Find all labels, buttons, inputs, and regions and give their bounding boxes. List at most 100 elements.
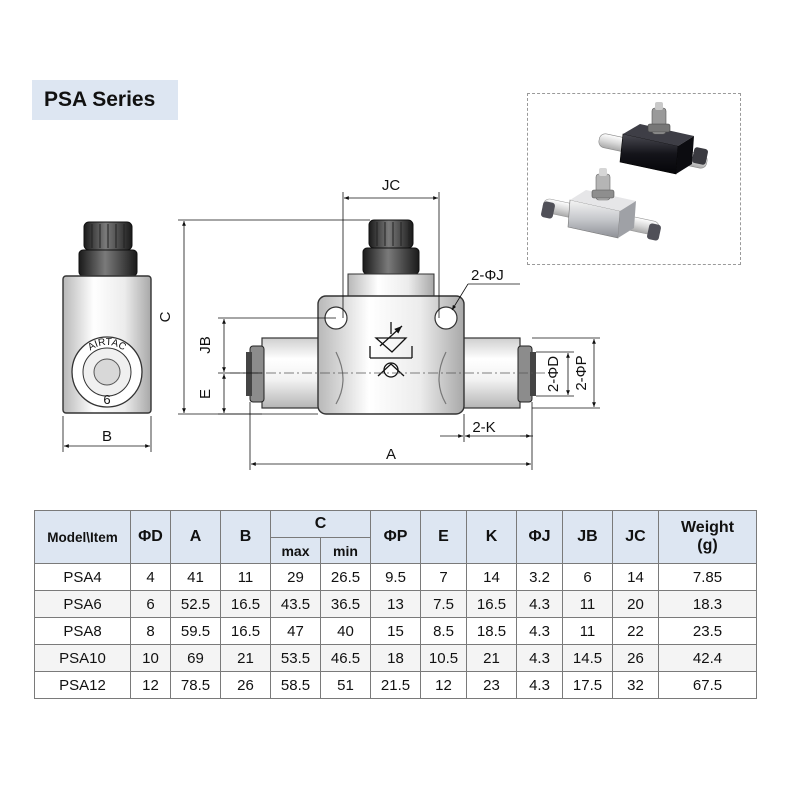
header-weight: Weight (g) bbox=[658, 510, 757, 564]
right-collet bbox=[517, 345, 533, 403]
cell-b: 16.5 bbox=[220, 590, 271, 618]
cell-e: 7.5 bbox=[420, 590, 467, 618]
cell-d: 6 bbox=[130, 590, 171, 618]
cell-p: 9.5 bbox=[370, 563, 421, 591]
cell-jb: 11 bbox=[562, 590, 613, 618]
cell-c-max: 29 bbox=[270, 563, 321, 591]
dimension-lines bbox=[178, 192, 600, 470]
series-title: PSA Series bbox=[32, 80, 178, 120]
cell-weight: 7.85 bbox=[658, 563, 757, 591]
left-collet bbox=[249, 345, 265, 403]
header-c-min: min bbox=[320, 537, 371, 564]
black-fitting-photo bbox=[598, 102, 708, 175]
cell-jb: 17.5 bbox=[562, 671, 613, 699]
table-row: PSA4 4 41 11 29 26.5 9.5 7 14 3.2 6 14 7… bbox=[34, 563, 757, 591]
cell-b: 26 bbox=[220, 671, 271, 699]
front-body bbox=[317, 295, 465, 415]
cell-c-max: 43.5 bbox=[270, 590, 321, 618]
cell-b: 21 bbox=[220, 644, 271, 672]
cell-j: 4.3 bbox=[516, 590, 563, 618]
cell-a: 41 bbox=[170, 563, 221, 591]
cell-k: 14 bbox=[466, 563, 517, 591]
side-marking: AIRTAC bbox=[86, 337, 128, 353]
cell-d: 4 bbox=[130, 563, 171, 591]
cell-c-max: 47 bbox=[270, 617, 321, 645]
cell-model: PSA4 bbox=[34, 563, 131, 591]
cell-a: 59.5 bbox=[170, 617, 221, 645]
cell-k: 21 bbox=[466, 644, 517, 672]
cell-weight: 67.5 bbox=[658, 671, 757, 699]
cell-d: 8 bbox=[130, 617, 171, 645]
cell-model: PSA6 bbox=[34, 590, 131, 618]
cell-c-min: 51 bbox=[320, 671, 371, 699]
mount-hole-right bbox=[434, 306, 458, 330]
table-header-row: Model\Item ΦD A B C ΦP E K ΦJ JB JC Weig… bbox=[34, 510, 757, 564]
header-weight-label: Weight bbox=[680, 519, 735, 536]
cell-c-min: 46.5 bbox=[320, 644, 371, 672]
cell-c-min: 26.5 bbox=[320, 563, 371, 591]
header-e: E bbox=[420, 510, 467, 564]
header-model: Model\Item bbox=[34, 510, 131, 564]
dim-a-label: A bbox=[386, 446, 396, 463]
header-c: C bbox=[270, 510, 371, 538]
header-c-max: max bbox=[270, 537, 321, 564]
cell-a: 52.5 bbox=[170, 590, 221, 618]
product-photo-frame bbox=[527, 93, 741, 265]
dim-c-label: C bbox=[157, 311, 174, 322]
front-knob bbox=[362, 219, 420, 275]
cell-a: 69 bbox=[170, 644, 221, 672]
cell-weight: 18.3 bbox=[658, 590, 757, 618]
cell-jc: 32 bbox=[612, 671, 659, 699]
technical-drawing: AIRTAC 6 B bbox=[62, 177, 600, 470]
header-jc: JC bbox=[612, 510, 659, 564]
cell-e: 8.5 bbox=[420, 617, 467, 645]
product-photo bbox=[541, 102, 708, 241]
dim-phi-p-label: 2-ΦP bbox=[573, 355, 590, 390]
cell-b: 16.5 bbox=[220, 617, 271, 645]
cell-model: PSA10 bbox=[34, 644, 131, 672]
dim-phi-j-label: 2-ΦJ bbox=[471, 267, 504, 284]
side-view: AIRTAC 6 B bbox=[62, 221, 152, 452]
cell-e: 12 bbox=[420, 671, 467, 699]
table-row: PSA6 6 52.5 16.5 43.5 36.5 13 7.5 16.5 4… bbox=[34, 590, 757, 618]
side-size-label: 6 bbox=[103, 392, 110, 407]
cell-jc: 22 bbox=[612, 617, 659, 645]
dim-jc-label: JC bbox=[382, 177, 401, 194]
header-a: A bbox=[170, 510, 221, 564]
cell-p: 21.5 bbox=[370, 671, 421, 699]
silver-fitting-photo bbox=[541, 168, 661, 241]
dim-e-label: E bbox=[197, 389, 214, 399]
cell-j: 4.3 bbox=[516, 617, 563, 645]
cell-weight: 42.4 bbox=[658, 644, 757, 672]
cell-e: 10.5 bbox=[420, 644, 467, 672]
cell-c-min: 36.5 bbox=[320, 590, 371, 618]
dim-k-label: 2-K bbox=[472, 419, 495, 436]
cell-jc: 20 bbox=[612, 590, 659, 618]
cell-jc: 14 bbox=[612, 563, 659, 591]
header-b: B bbox=[220, 510, 271, 564]
cell-c-max: 58.5 bbox=[270, 671, 321, 699]
dim-phi-d-label: 2-ΦD bbox=[545, 356, 562, 392]
side-knob bbox=[78, 221, 138, 277]
spec-table: Model\Item ΦD A B C ΦP E K ΦJ JB JC Weig… bbox=[34, 510, 757, 699]
cell-k: 18.5 bbox=[466, 617, 517, 645]
header-p: ΦP bbox=[370, 510, 421, 564]
table-row: PSA12 12 78.5 26 58.5 51 21.5 12 23 4.3 … bbox=[34, 671, 757, 699]
flow-control-symbol bbox=[369, 322, 413, 378]
header-j: ΦJ bbox=[516, 510, 563, 564]
cell-model: PSA8 bbox=[34, 617, 131, 645]
cell-j: 3.2 bbox=[516, 563, 563, 591]
header-weight-unit: (g) bbox=[697, 537, 718, 554]
cell-p: 13 bbox=[370, 590, 421, 618]
cell-j: 4.3 bbox=[516, 644, 563, 672]
dim-b-label: B bbox=[102, 428, 112, 445]
cell-p: 18 bbox=[370, 644, 421, 672]
cell-e: 7 bbox=[420, 563, 467, 591]
cell-k: 23 bbox=[466, 671, 517, 699]
header-d: ΦD bbox=[130, 510, 171, 564]
cell-jb: 6 bbox=[562, 563, 613, 591]
cell-d: 12 bbox=[130, 671, 171, 699]
cell-jc: 26 bbox=[612, 644, 659, 672]
dim-jb-label: JB bbox=[197, 336, 214, 354]
cell-k: 16.5 bbox=[466, 590, 517, 618]
